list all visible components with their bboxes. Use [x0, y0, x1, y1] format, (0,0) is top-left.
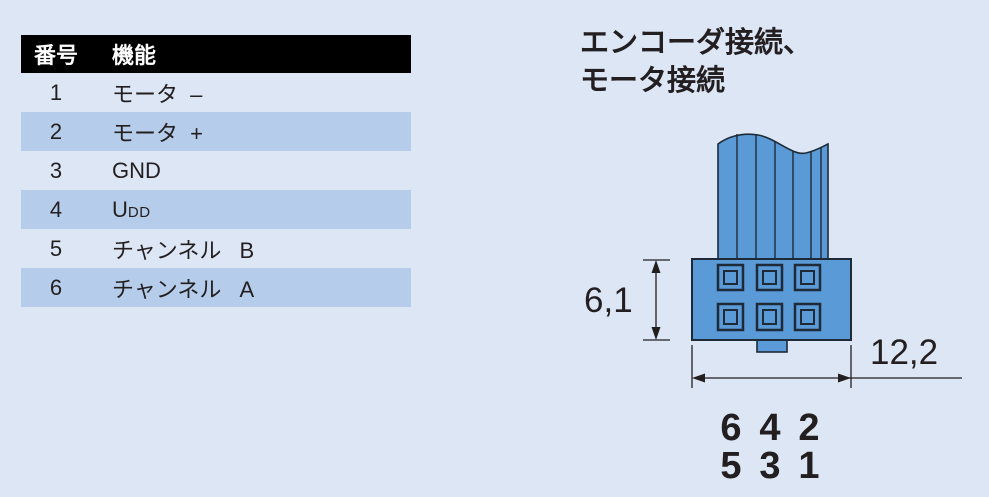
pin-number: 4 [49, 196, 63, 222]
width-dimension: 12,2 [691, 333, 962, 388]
pin-function: チャンネル A [112, 276, 255, 302]
table-row: 5 チャンネル B [21, 229, 411, 268]
pin-label: 5 [720, 445, 741, 487]
connector-pin [755, 302, 784, 332]
arrowhead [692, 373, 705, 383]
pin-numbering: 6 4 2 5 3 1 [720, 407, 819, 487]
header-number: 番号 [33, 43, 78, 68]
connector-pin [793, 302, 822, 332]
pin-number: 2 [49, 118, 63, 144]
pin-function: モータ + [112, 120, 203, 146]
pin-label: 3 [759, 445, 780, 487]
connector-pin [716, 302, 745, 332]
pin-label: 2 [798, 407, 819, 449]
pin-number: 5 [49, 235, 63, 261]
pin-number: 1 [49, 79, 63, 105]
cable [717, 133, 829, 261]
pin-function-subscript: DD [127, 203, 151, 221]
cable-body [717, 133, 829, 261]
height-dimension-label: 6,1 [584, 281, 633, 320]
table-row: 1 モータ – [21, 73, 411, 112]
arrowhead [651, 327, 661, 340]
pin-function: UDD [91, 197, 151, 223]
diagram-title-line: モータ接続 [580, 65, 726, 97]
header-function: 機能 [112, 43, 157, 68]
table-row: 3 GND [21, 151, 411, 190]
pin-label: 1 [798, 445, 819, 487]
pin-function: GND [112, 157, 161, 183]
arrowhead [651, 260, 661, 273]
pin-label: 6 [720, 407, 741, 449]
height-dimension: 6,1 [584, 259, 670, 341]
table-row: 6 チャンネル A [21, 268, 411, 307]
table-row: 2 モータ + [21, 112, 411, 151]
pin-number: 6 [49, 274, 63, 300]
table-row: 4 UDD [21, 190, 411, 229]
connector-pin [716, 263, 745, 292]
pin-function-main: U [112, 196, 128, 222]
diagram-title: エンコーダ接続、 モータ接続 [580, 24, 812, 100]
connector-pin [755, 263, 784, 292]
pin-label: 4 [759, 407, 780, 449]
pin-function: モータ – [112, 81, 203, 107]
width-dimension-label: 12,2 [870, 333, 938, 372]
arrowhead [838, 373, 851, 383]
table-header-row: 番号 機能 [21, 35, 411, 73]
pinout-table: 番号 機能 1 モータ – 2 モータ + 3 GND 4 UDD 5 チャンネ… [21, 35, 411, 307]
connector-pin [793, 263, 822, 292]
pin-number: 3 [49, 157, 63, 183]
diagram-title-line: エンコーダ接続、 [580, 27, 813, 59]
pin-function: チャンネル B [112, 237, 255, 263]
